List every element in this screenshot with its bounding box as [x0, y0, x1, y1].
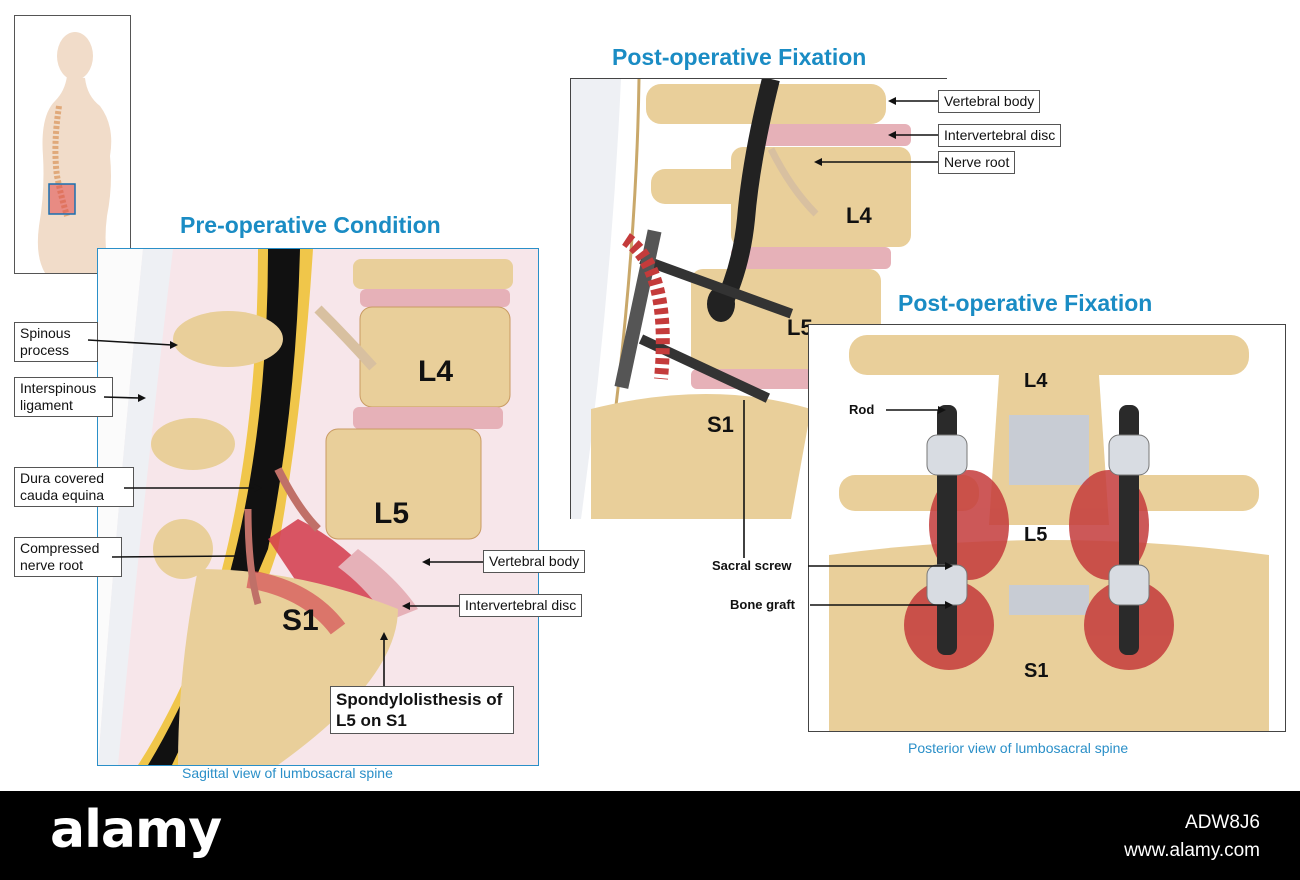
post-op-back-title: Post-operative Fixation — [898, 290, 1153, 316]
pre-l4-label: L4 — [418, 355, 454, 388]
caption-sagittal: Sagittal view of lumbosacral spine — [182, 765, 393, 781]
pre-op-illustration — [97, 248, 539, 766]
body-thumbnail — [14, 15, 131, 274]
watermark-url: www.alamy.com — [1124, 840, 1260, 861]
post-op-side-title: Post-operative Fixation — [612, 44, 867, 70]
label-pre-vertebral-body: Vertebral body — [483, 550, 586, 573]
pre-s1-label: S1 — [282, 604, 319, 637]
label-pre-intervertebral-disc: Intervertebral disc — [459, 594, 583, 617]
caption-posterior: Posterior view of lumbosacral spine — [908, 740, 1129, 756]
back-l4-label: L4 — [1024, 370, 1048, 392]
label-side-intervertebral-disc: Intervertebral disc — [938, 124, 1062, 147]
label-side-vertebral-body: Vertebral body — [938, 90, 1041, 113]
label-compressed-nerve-root: Compressed nerve root — [14, 537, 122, 577]
image-code: ADW8J6 — [1185, 812, 1260, 833]
pre-op-title: Pre-operative Condition — [180, 212, 441, 238]
label-side-nerve-root: Nerve root — [938, 151, 1016, 174]
label-spondylolisthesis: Spondylolisthesis of L5 on S1 — [330, 686, 514, 734]
label-dura-cauda-equina: Dura covered cauda equina — [14, 467, 134, 507]
alamy-logo: alamy — [50, 800, 222, 860]
label-interspinous-ligament: Interspinous ligament — [14, 377, 113, 417]
rod-icon — [926, 405, 1150, 655]
side-s1-label: S1 — [707, 412, 734, 437]
side-l4-label: L4 — [846, 203, 872, 228]
pre-l5-label: L5 — [374, 497, 410, 530]
post-op-back-illustration — [808, 324, 1286, 732]
label-sacral-screw: Sacral screw — [712, 558, 792, 573]
back-s1-label: S1 — [1024, 660, 1049, 682]
back-l5-label: L5 — [1024, 524, 1048, 546]
label-bone-graft: Bone graft — [730, 597, 795, 612]
body-silhouette-icon — [37, 32, 112, 273]
pre-leader-lines — [87, 339, 483, 686]
post-leader-lines — [743, 97, 953, 609]
label-rod: Rod — [849, 402, 875, 417]
label-spinous-process: Spinous process — [14, 322, 98, 362]
post-op-side-illustration — [570, 78, 947, 519]
watermark-bar — [0, 791, 1300, 880]
side-screw-icon — [614, 229, 794, 403]
